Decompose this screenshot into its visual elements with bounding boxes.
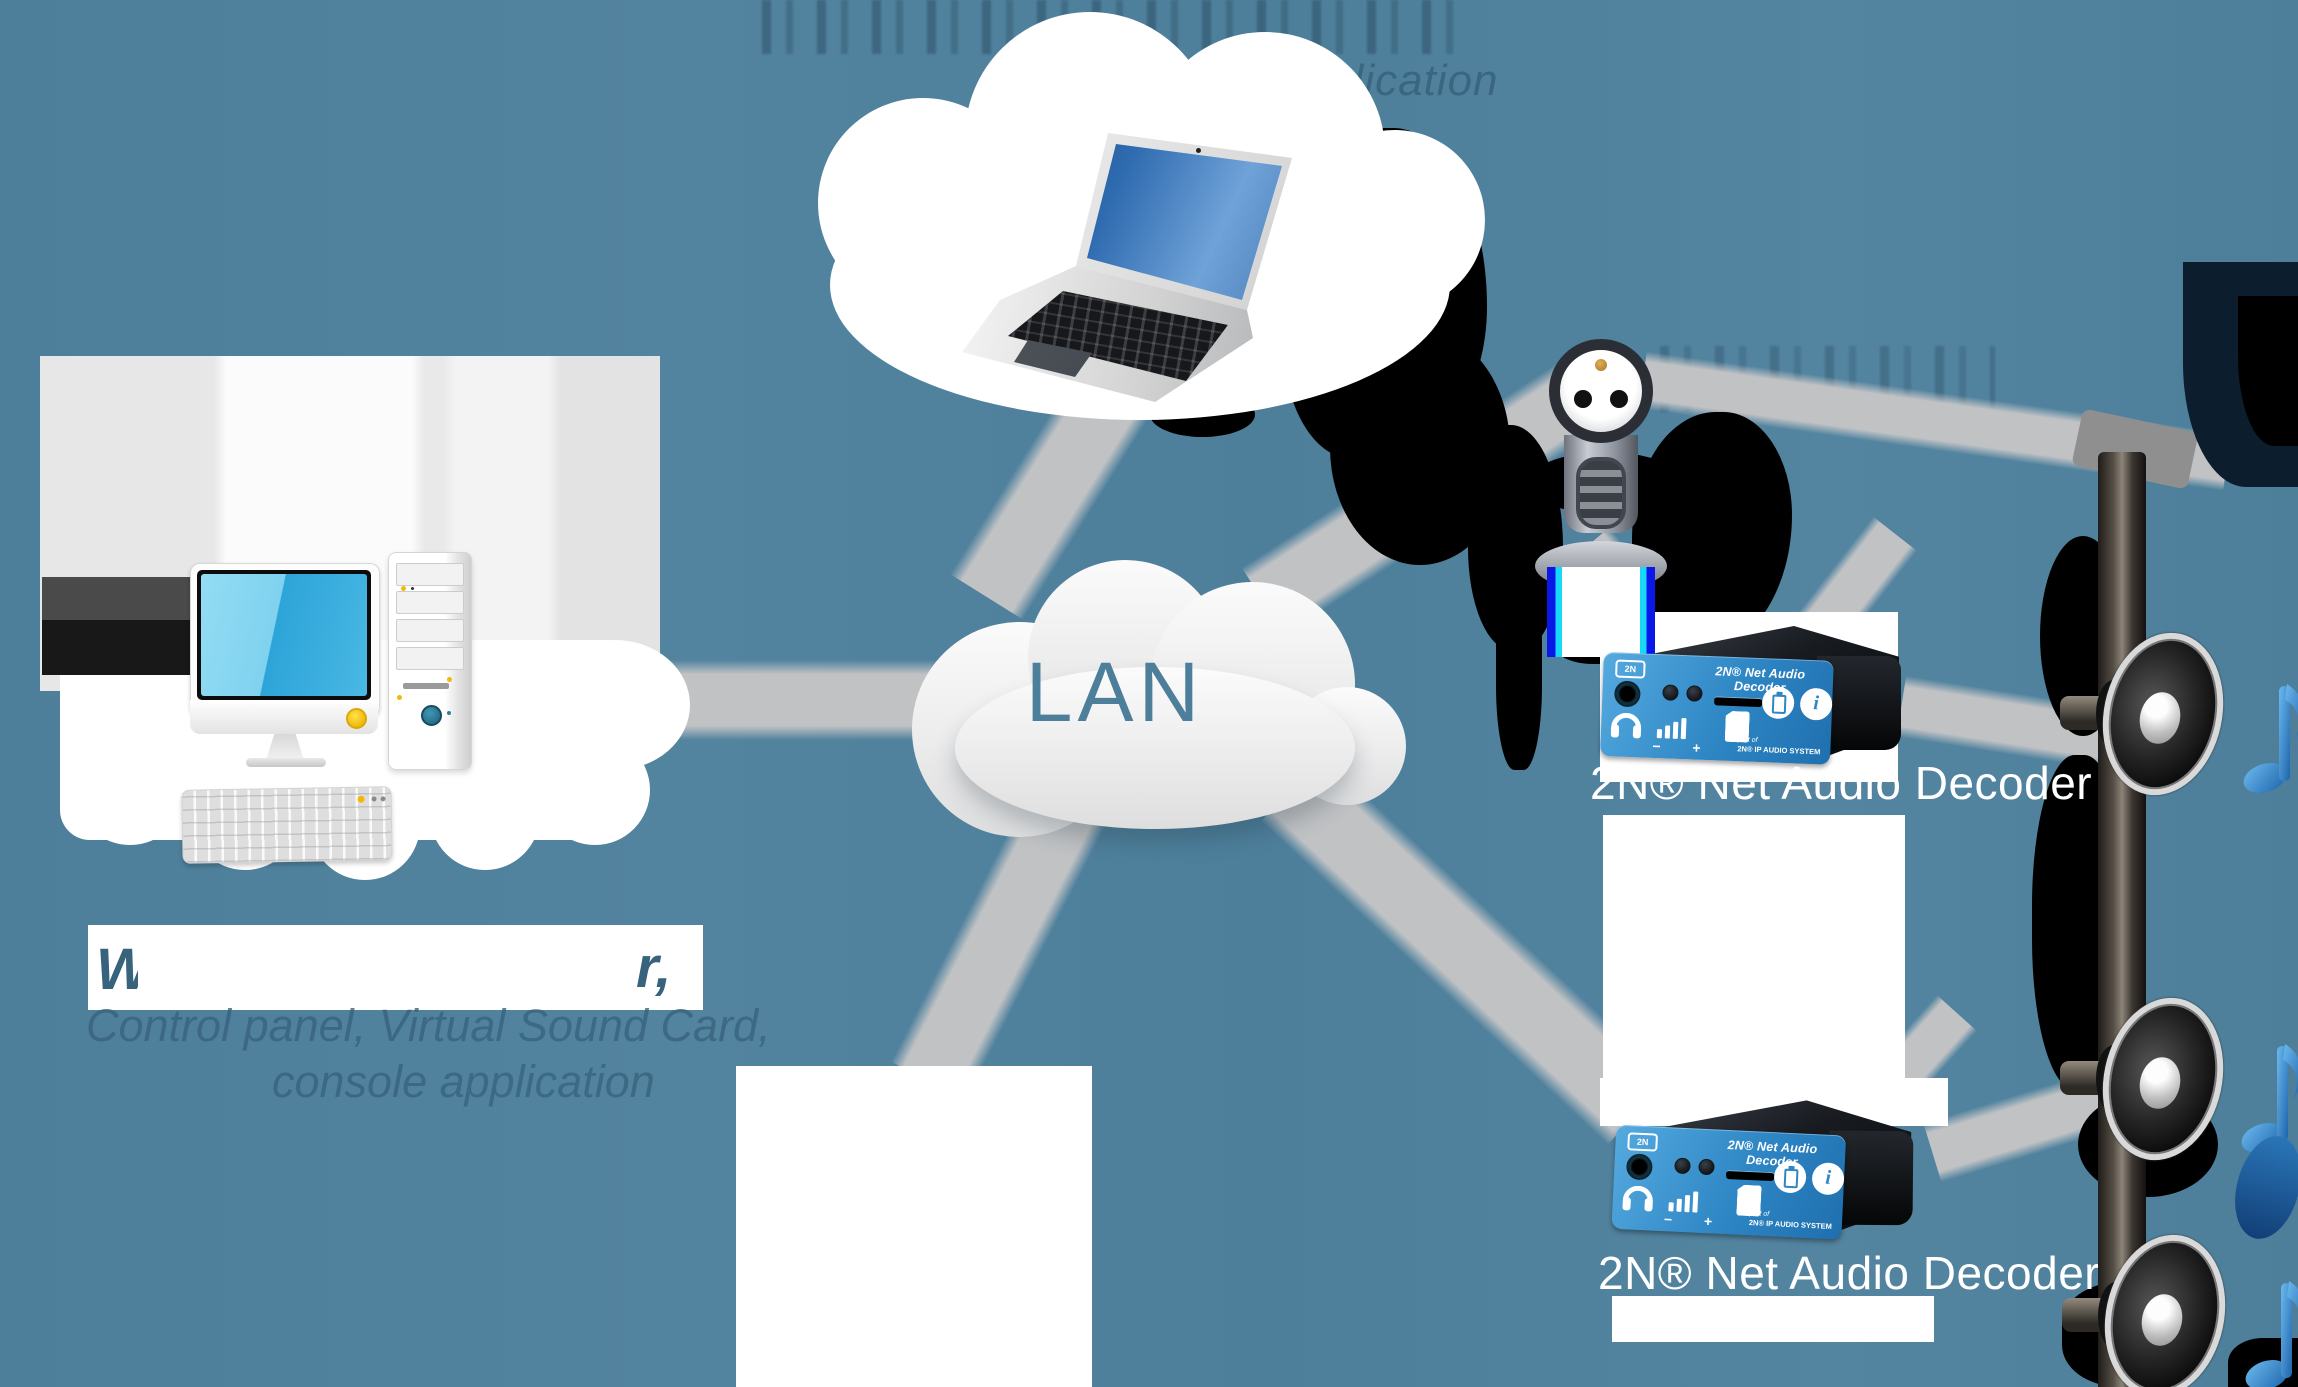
tower-led [447,711,451,715]
keyboard-led [380,796,386,802]
net-audio-decoder-device-1: 2N − + i 2N® Net Audio Decoder part of 2… [1600,626,1902,766]
part-of-text: part of 2N® IP AUDIO SYSTEM [1737,736,1821,757]
minus-label: − [1663,1211,1673,1228]
volume-down-button [1674,1157,1691,1175]
2n-logo: 2N [1627,1132,1659,1152]
sd-card-slot [1714,696,1763,708]
keyboard-led [357,795,365,803]
pc-caption-fragment-start: W [96,936,138,1010]
speaker-pole [2098,452,2146,1387]
lan-label: LAN [1025,645,1205,739]
monitor-screen [201,574,367,696]
decoder1-label: 2N® Net Audio Decoder [1590,757,2093,809]
keyboard [181,786,393,864]
webcam-dot [1196,148,1201,153]
tower-power-knob [421,705,442,726]
laptop [950,120,1330,420]
mic-hole [1610,390,1628,408]
caption-cover-panel [88,925,703,1010]
horn-speaker-3 [2062,1223,2240,1387]
desk-shadow-band-upper [42,577,197,622]
tower-led [401,586,406,591]
drive-bay [396,647,464,670]
floppy-slot [403,683,449,689]
decoder-front-panel: 2N − + i 2N® Net Audio Decoder part of 2… [1611,1124,1847,1240]
drive-bay [396,563,464,586]
mic-hole [1574,390,1592,408]
music-note-blob [2224,1128,2298,1247]
net-audio-decoder-device-2: 2N − + i 2N® Net Audio Decoder part of 2… [1611,1099,1914,1242]
horn-speaker-1 [2060,621,2238,810]
tower-led [447,677,452,682]
backdrop-bump [75,735,185,845]
microphone [1525,335,1677,657]
panel-title: 2N® Net Audio Decoder [1715,664,1806,695]
drive-bay [396,619,464,642]
horn-speaker-2 [2060,986,2238,1175]
mic-grille [1576,457,1626,529]
pc-caption-line3: console application [272,1056,655,1107]
shadow-blob [1496,560,1542,770]
decoder2-lower-backdrop [1612,1296,1934,1342]
2n-logo: 2N [1615,659,1646,679]
sd-card-slot [1725,1169,1775,1182]
music-note-icon [2243,684,2298,793]
part-of-text: part of 2N® IP AUDIO SYSTEM [1748,1209,1833,1231]
decoder-front-panel: 2N − + i 2N® Net Audio Decoder part of 2… [1600,652,1834,765]
pc-caption-line2: Control panel, Virtual Sound Card, [86,1000,771,1051]
decoder2-label: 2N® Net Audio Decoder [1598,1247,2101,1299]
lan-cloud-base [955,667,1355,829]
mic-base-cylinder [1547,567,1655,657]
volume-bars-icon [1656,714,1704,740]
volume-bars-icon [1668,1187,1715,1213]
pc-tower [388,552,472,770]
decoder-mid-backdrop [1603,815,1905,1083]
backdrop-bump [430,760,540,870]
bottom-backdrop [736,1066,1092,1387]
backdrop-bump [540,640,690,770]
pc-caption-fragment-end: r, [636,935,672,1000]
mic-pin-gold [1595,359,1607,371]
panel-title: 2N® Net Audio Decoder [1727,1137,1818,1170]
volume-down-button [1662,684,1679,701]
monitor-base [246,758,326,767]
audio-jack-socket [1625,1153,1654,1181]
audio-jack-socket [1613,680,1641,708]
tower-led [397,695,402,700]
drive-bay [396,591,464,614]
keyboard-led [371,796,377,802]
lan-cloud: LAN [900,552,1406,852]
plus-label: + [1703,1212,1713,1230]
headphones-icon [1610,712,1642,741]
tower-led [411,587,414,590]
desk-shadow-band-lower [42,620,197,675]
plus-label: + [1692,739,1701,756]
headphones-icon [1622,1185,1654,1214]
mic-head [1549,339,1653,443]
music-note-icon [2245,1281,2298,1387]
power-button [346,708,367,729]
minus-label: − [1652,737,1661,755]
